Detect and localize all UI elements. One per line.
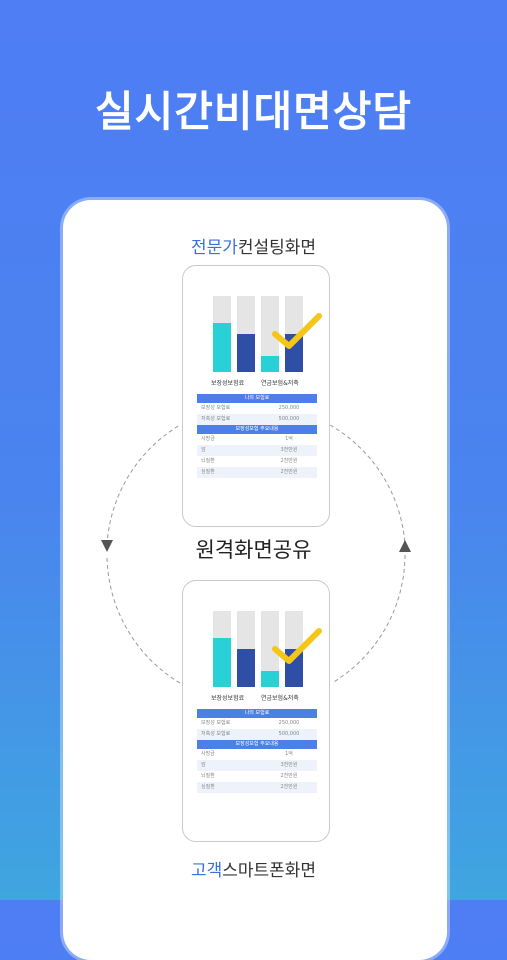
row-label: 뇌질환: [201, 773, 215, 779]
row-label: 보장성 보험료: [201, 405, 231, 411]
top-caption: 전문가컨설팅화면: [0, 233, 507, 258]
row-value: 2천만원: [280, 784, 298, 790]
row-label: 저축성 보험료: [201, 731, 231, 737]
bar-2: [237, 334, 255, 372]
row-value: 3천만원: [280, 447, 298, 453]
expert-phone: 보장성보험료 연금보험&저축 나의 보험료 보장성 보험료 250,000 저축성…: [182, 265, 330, 527]
bar-3: [261, 356, 279, 372]
check-icon: [272, 628, 322, 664]
row-label: 심질환: [201, 469, 215, 475]
row-label: 암: [201, 447, 206, 453]
bar-label-2: 연금보험&저축: [261, 695, 299, 702]
section-title: 보장성보험 주요내용: [197, 740, 317, 749]
section-title: 나의 보험료: [197, 709, 317, 718]
insurance-table: 나의 보험료 보장성 보험료 250,000 저축성 보험료 500,000 보장성…: [197, 709, 317, 793]
row-label: 심질환: [201, 784, 215, 790]
row-value: 250,000: [278, 405, 300, 411]
bar-1: [213, 323, 231, 372]
headline: 실시간비대면상담: [94, 87, 413, 136]
center-label: 원격화면공유: [195, 538, 312, 562]
bottom-caption-highlight: 고객: [190, 861, 223, 881]
row-value: 1억: [285, 436, 293, 442]
row-label: 사망금: [201, 751, 215, 757]
row-label: 저축성 보험료: [201, 416, 231, 422]
bar-1: [213, 638, 231, 687]
row-label: 보장성 보험료: [201, 720, 231, 726]
insurance-table: 나의 보험료 보장성 보험료 250,000 저축성 보험료 500,000 보장성…: [197, 394, 317, 478]
check-icon: [272, 313, 322, 349]
row-value: 250,000: [278, 720, 300, 726]
row-label: 뇌질환: [201, 458, 215, 464]
top-caption-highlight: 전문가: [190, 238, 238, 258]
row-value: 2천만원: [280, 469, 298, 475]
arrow-up-icon: [399, 540, 411, 552]
bar-label-1: 보장성보험료: [211, 380, 245, 387]
row-value: 3천만원: [280, 762, 298, 768]
bar-3: [261, 671, 279, 687]
row-label: 사망금: [201, 436, 215, 442]
bottom-caption-rest: 스마트폰화면: [222, 861, 317, 881]
row-value: 2천만원: [280, 458, 298, 464]
arrow-down-icon: [101, 540, 113, 552]
row-label: 암: [201, 762, 206, 768]
bar-2: [237, 649, 255, 687]
bar-chart: [213, 296, 322, 372]
row-value: 1억: [285, 751, 293, 757]
customer-phone: 보장성보험료 연금보험&저축 나의 보험료 보장성 보험료 250,000 저축성…: [182, 580, 330, 842]
row-value: 2천만원: [280, 773, 298, 779]
bar-chart: [213, 611, 322, 687]
section-title: 나의 보험료: [197, 394, 317, 403]
section-title: 보장성보험 주요내용: [197, 425, 317, 434]
row-value: 500,000: [278, 416, 300, 422]
top-caption-rest: 컨설팅화면: [237, 238, 317, 258]
bar-label-2: 연금보험&저축: [261, 380, 299, 387]
row-value: 500,000: [278, 731, 300, 737]
bottom-caption: 고객스마트폰화면: [0, 856, 507, 881]
bar-label-1: 보장성보험료: [211, 695, 245, 702]
sync-circle: [101, 424, 411, 684]
